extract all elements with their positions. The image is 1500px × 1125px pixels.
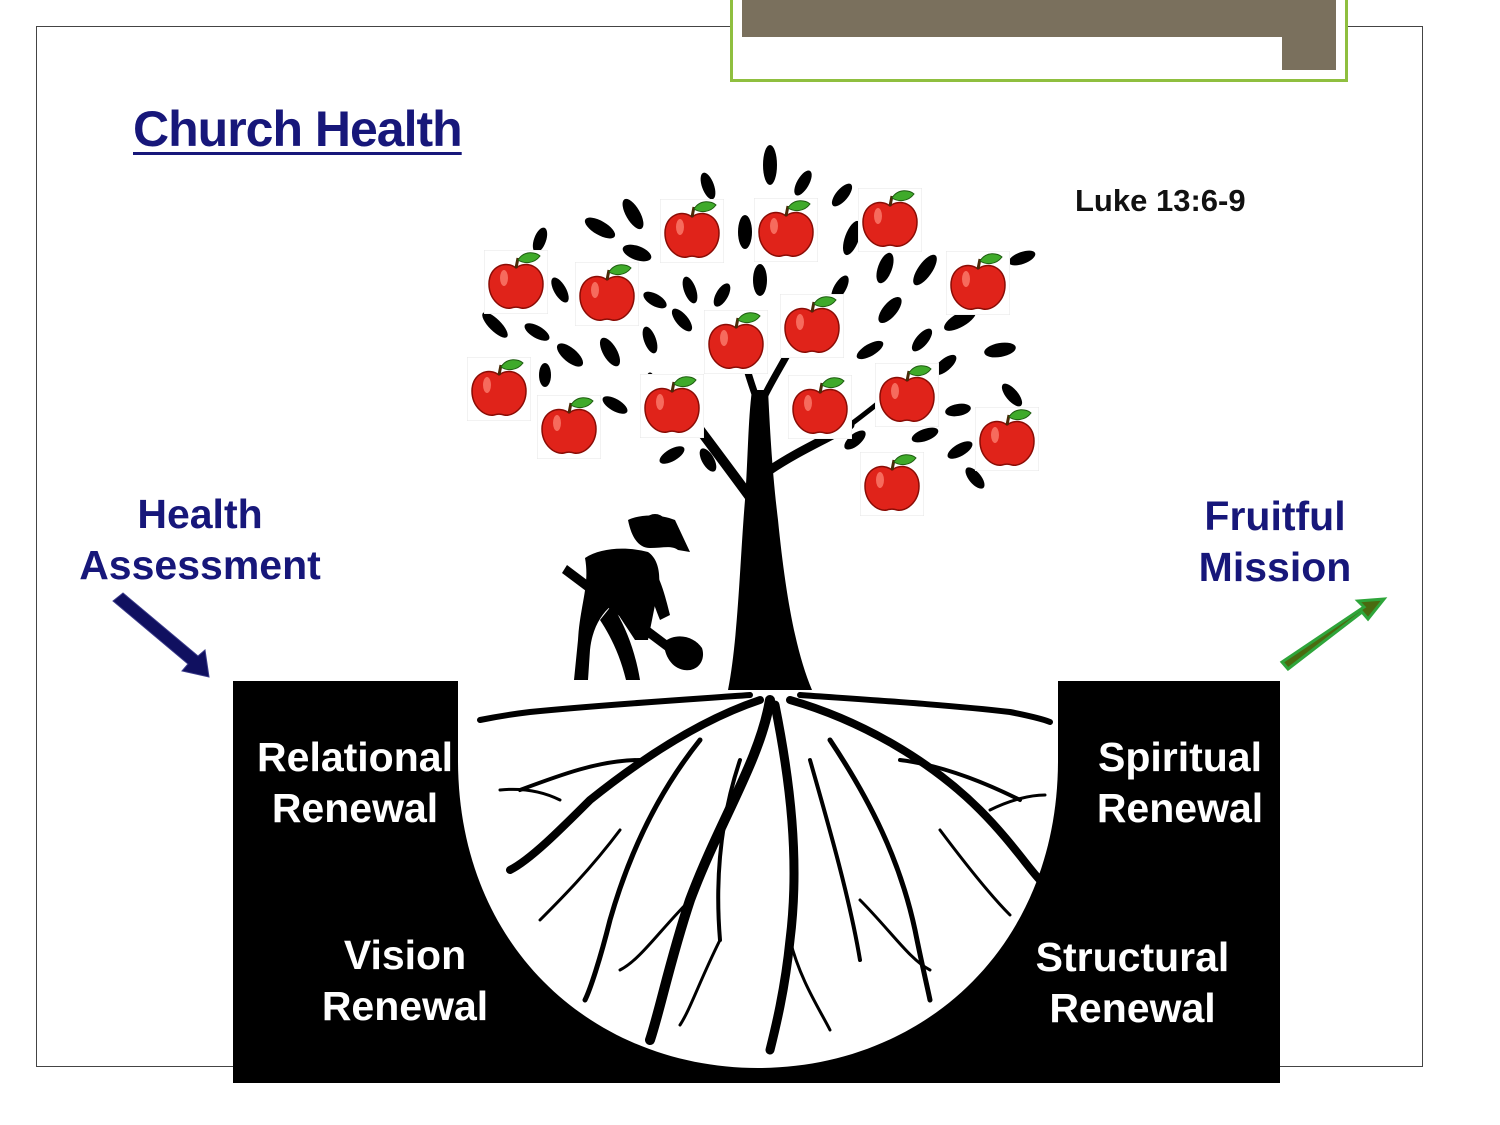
apple-icon	[858, 188, 922, 252]
vision-renewal-label: Vision Renewal	[300, 930, 510, 1032]
apple-icon	[860, 452, 924, 516]
farmer-digging-icon	[562, 514, 704, 680]
label-line: Renewal	[271, 785, 439, 831]
label-line: Renewal	[1096, 785, 1264, 831]
label-line: Fruitful	[1204, 493, 1346, 539]
apple-icon	[975, 407, 1039, 471]
apple-icon	[875, 363, 939, 427]
page-title: Church Health	[133, 101, 463, 157]
label-line: Structural	[1035, 934, 1230, 980]
apple-icon	[467, 357, 531, 421]
label-line: Assessment	[79, 542, 321, 588]
tree-leaves	[482, 145, 1036, 489]
label-line: Renewal	[1049, 985, 1216, 1031]
up-right-arrow-icon	[1279, 597, 1388, 672]
apple-icon	[780, 294, 844, 358]
apple-icon	[788, 375, 852, 439]
tree-trunk	[728, 390, 812, 690]
decorative-header-fill	[742, 0, 1336, 37]
apple-icon	[754, 198, 818, 262]
scripture-reference: Luke 13:6-9	[1075, 183, 1246, 218]
apple-icon	[575, 262, 639, 326]
label-line: Mission	[1198, 544, 1352, 590]
label-line: Vision	[343, 932, 467, 978]
apple-icon	[537, 395, 601, 459]
spiritual-renewal-label: Spiritual Renewal	[1085, 732, 1275, 834]
apple-icon	[640, 374, 704, 438]
tree-roots	[477, 692, 1053, 1055]
fruitful-mission-label: Fruitful Mission	[1185, 491, 1365, 593]
decorative-header-tab	[1282, 37, 1336, 70]
apple-icon	[704, 310, 768, 374]
label-line: Relational	[257, 734, 453, 780]
apple-icon	[660, 199, 724, 263]
label-line: Health	[137, 491, 263, 537]
structural-renewal-label: Structural Renewal	[1020, 932, 1245, 1034]
label-line: Renewal	[321, 983, 489, 1029]
relational-renewal-label: Relational Renewal	[245, 732, 465, 834]
label-line: Spiritual	[1097, 734, 1263, 780]
apple-icon	[946, 251, 1010, 315]
apple-icon	[484, 250, 548, 314]
health-assessment-label: Health Assessment	[60, 489, 340, 591]
down-right-arrow-icon	[112, 592, 210, 678]
